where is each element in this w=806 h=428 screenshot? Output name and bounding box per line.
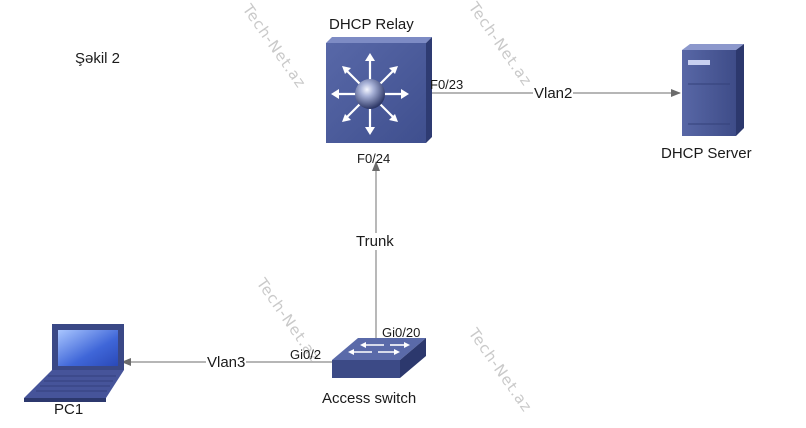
- relay-label: DHCP Relay: [329, 16, 414, 33]
- access-switch-label: Access switch: [322, 390, 417, 407]
- port-label-gi0-20: Gi0/20: [382, 325, 421, 340]
- link-label-vlan3: Vlan3: [206, 354, 247, 371]
- port-label-gi0-2: Gi0/2: [290, 347, 322, 362]
- server-label: DHCP Server: [661, 145, 752, 162]
- relay-core-orb: [355, 79, 385, 109]
- relay-arrows-icon: [331, 53, 409, 135]
- dhcp-relay-device[interactable]: [326, 37, 432, 143]
- port-label-f0-23: F0/23: [430, 77, 464, 92]
- server-drive-bay: [688, 60, 710, 65]
- pc1-laptop-device[interactable]: [24, 324, 124, 402]
- port-label-f0-24: F0/24: [357, 151, 391, 166]
- link-label-vlan2: Vlan2: [533, 85, 574, 102]
- switch-arrows-icon: [348, 342, 410, 355]
- pc1-label: PC1: [54, 401, 84, 418]
- laptop-keyboard: [36, 375, 116, 392]
- laptop-screen: [58, 330, 118, 366]
- access-switch-device[interactable]: [332, 338, 426, 378]
- figure-caption: Şəkil 2: [75, 50, 121, 67]
- link-label-trunk: Trunk: [356, 233, 394, 250]
- dhcp-server-device[interactable]: [682, 44, 744, 136]
